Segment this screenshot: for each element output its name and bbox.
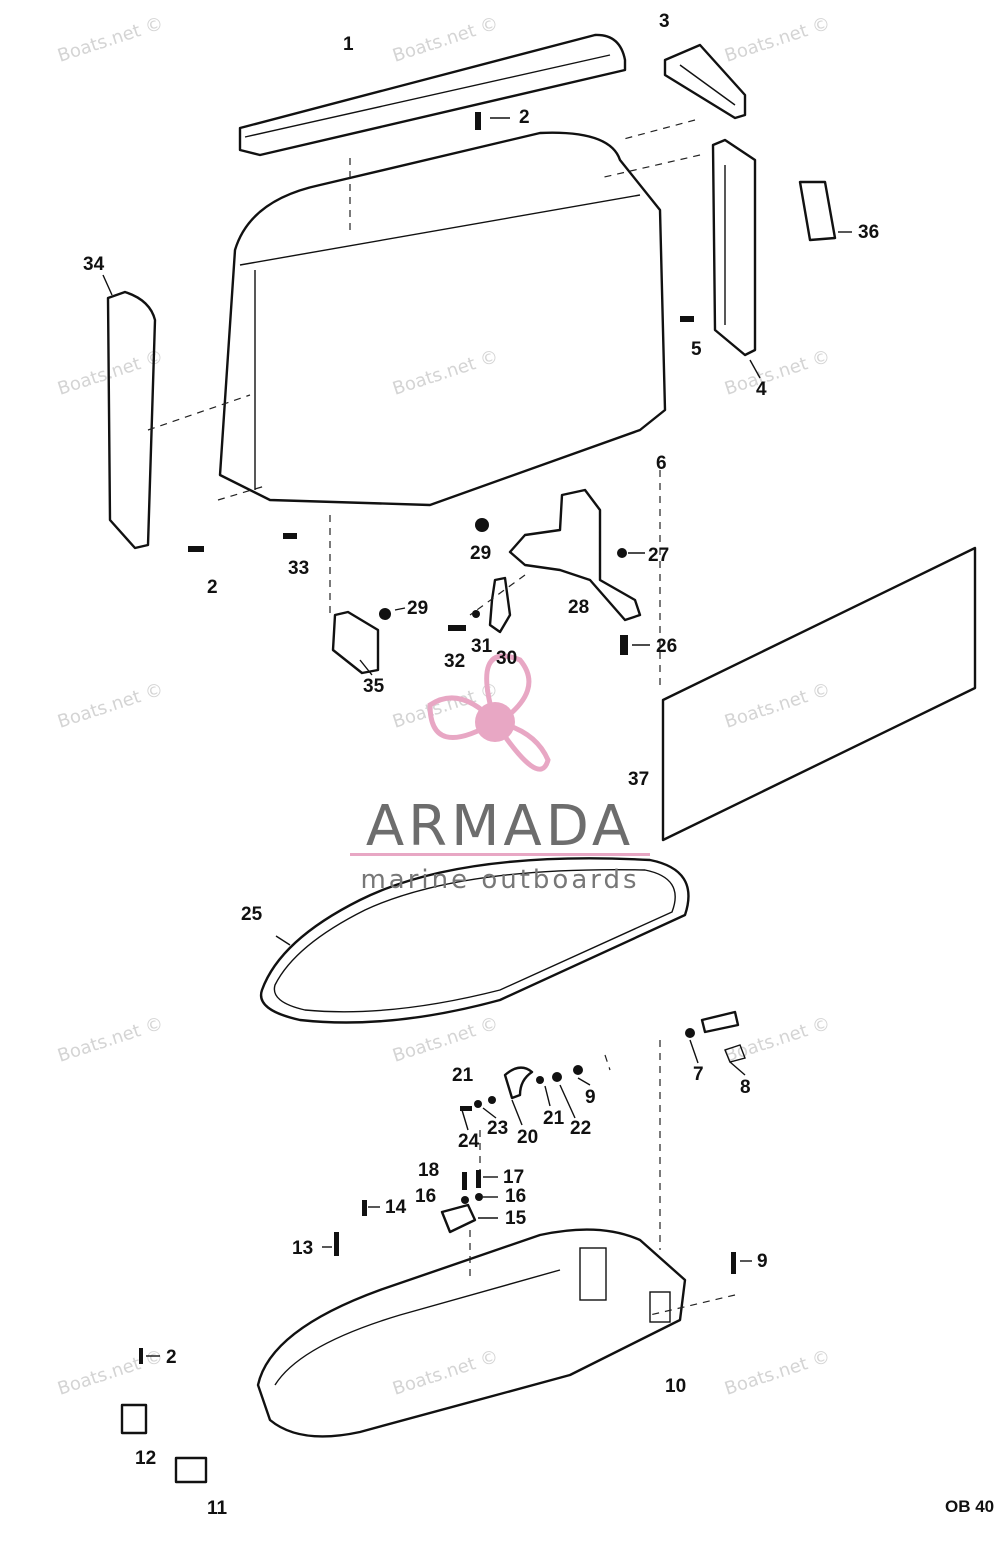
callout-label: 4 — [756, 379, 767, 400]
callout-label: 2 — [207, 577, 218, 598]
watermark-text: Boats.net © — [722, 1346, 833, 1400]
propeller-icon — [427, 653, 551, 772]
part-latch-30 — [488, 576, 512, 634]
part-cap-8 — [724, 1044, 746, 1063]
callout-label: 17 — [503, 1167, 524, 1188]
callout-label: 34 — [83, 254, 105, 275]
watermark-text: Boats.net © — [390, 346, 501, 400]
part-plate-36 — [798, 180, 837, 242]
part-sheet-37 — [661, 546, 977, 842]
callout-label: 27 — [648, 545, 669, 566]
callout-label: 32 — [444, 651, 465, 672]
callout-label: 5 — [691, 339, 702, 360]
callout-label: 7 — [693, 1064, 704, 1085]
watermark-text: Boats.net © — [390, 13, 501, 67]
part-bracket-15 — [440, 1203, 477, 1234]
watermark-text: Boats.net © — [55, 346, 166, 400]
watermark-text: Boats.net © — [390, 1346, 501, 1400]
callout-label: 37 — [628, 769, 649, 790]
callout-label: 24 — [458, 1131, 480, 1152]
watermark-text: Boats.net © — [722, 679, 833, 733]
watermark-text: Boats.net © — [390, 1013, 501, 1067]
callout-label: 26 — [656, 636, 677, 657]
callout-label: 15 — [505, 1208, 527, 1229]
callout-label: 2 — [519, 107, 530, 128]
part-bracket-top — [663, 43, 747, 120]
part-clip-35 — [331, 610, 380, 675]
watermark-text: Boats.net © — [55, 1013, 166, 1067]
part-pin-7 — [700, 1010, 740, 1034]
watermark-text: Boats.net © — [722, 13, 833, 67]
part-upper-cowl — [218, 131, 667, 507]
part-rear-panel — [106, 290, 157, 550]
fasteners — [139, 112, 736, 1364]
part-side-bracket — [711, 138, 757, 357]
logo-title: ARMADA — [366, 794, 634, 859]
callout-label: 11 — [207, 1498, 228, 1519]
watermark-text: Boats.net © — [55, 1346, 166, 1400]
watermark-text: Boats.net © — [722, 1013, 833, 1067]
part-12 — [120, 1403, 148, 1435]
callout-label: 18 — [418, 1160, 439, 1181]
watermark-text: Boats.net © — [722, 346, 833, 400]
watermark-text: Boats.net © — [55, 13, 166, 67]
part-top-trim — [238, 33, 627, 157]
assembly-guides — [147, 119, 736, 1316]
callout-label: 21 — [452, 1065, 474, 1086]
callout-label: 25 — [241, 904, 263, 925]
callout-label: 8 — [740, 1077, 751, 1098]
callout-label: 30 — [496, 648, 517, 669]
callout-label: 12 — [135, 1448, 156, 1469]
callout-label: 16 — [415, 1186, 436, 1207]
callout-label: 21 — [543, 1108, 565, 1129]
part-latch-bracket — [508, 488, 642, 622]
callout-label: 3 — [659, 11, 670, 32]
logo-rule — [350, 853, 650, 856]
callout-label: 31 — [471, 636, 493, 657]
part-hook-20 — [503, 1066, 534, 1100]
callout-label: 22 — [570, 1118, 591, 1139]
drawing-code: OB 40 — [945, 1497, 994, 1516]
callout-label: 28 — [568, 597, 589, 618]
callout-label: 10 — [665, 1376, 686, 1397]
watermark-text: Boats.net © — [55, 679, 166, 733]
callout-label: 20 — [517, 1127, 538, 1148]
logo-subtitle: marine outboards — [360, 865, 639, 895]
callout-label: 9 — [757, 1251, 768, 1272]
callout-label: 29 — [470, 543, 491, 564]
callout-label: 6 — [656, 453, 667, 474]
callout-label: 16 — [505, 1186, 526, 1207]
callout-label: 1 — [343, 34, 354, 55]
callout-label: 36 — [858, 222, 879, 243]
callout-label: 29 — [407, 598, 428, 619]
callout-label: 33 — [288, 558, 309, 579]
callout-label: 35 — [363, 676, 385, 697]
leader-lines — [102, 117, 852, 1357]
armada-logo: ARMADA marine outboards — [350, 653, 650, 895]
callout-label: 9 — [585, 1087, 596, 1108]
callout-label: 23 — [487, 1118, 508, 1139]
part-lower-pan — [256, 1228, 687, 1438]
watermark-layer: Boats.net © Boats.net © Boats.net © Boats.n… — [55, 13, 833, 1400]
callout-label: 13 — [292, 1238, 313, 1259]
callout-label: 14 — [385, 1197, 407, 1218]
part-11 — [174, 1456, 208, 1484]
callout-label: 2 — [166, 1347, 177, 1368]
part-gasket — [259, 857, 690, 1024]
